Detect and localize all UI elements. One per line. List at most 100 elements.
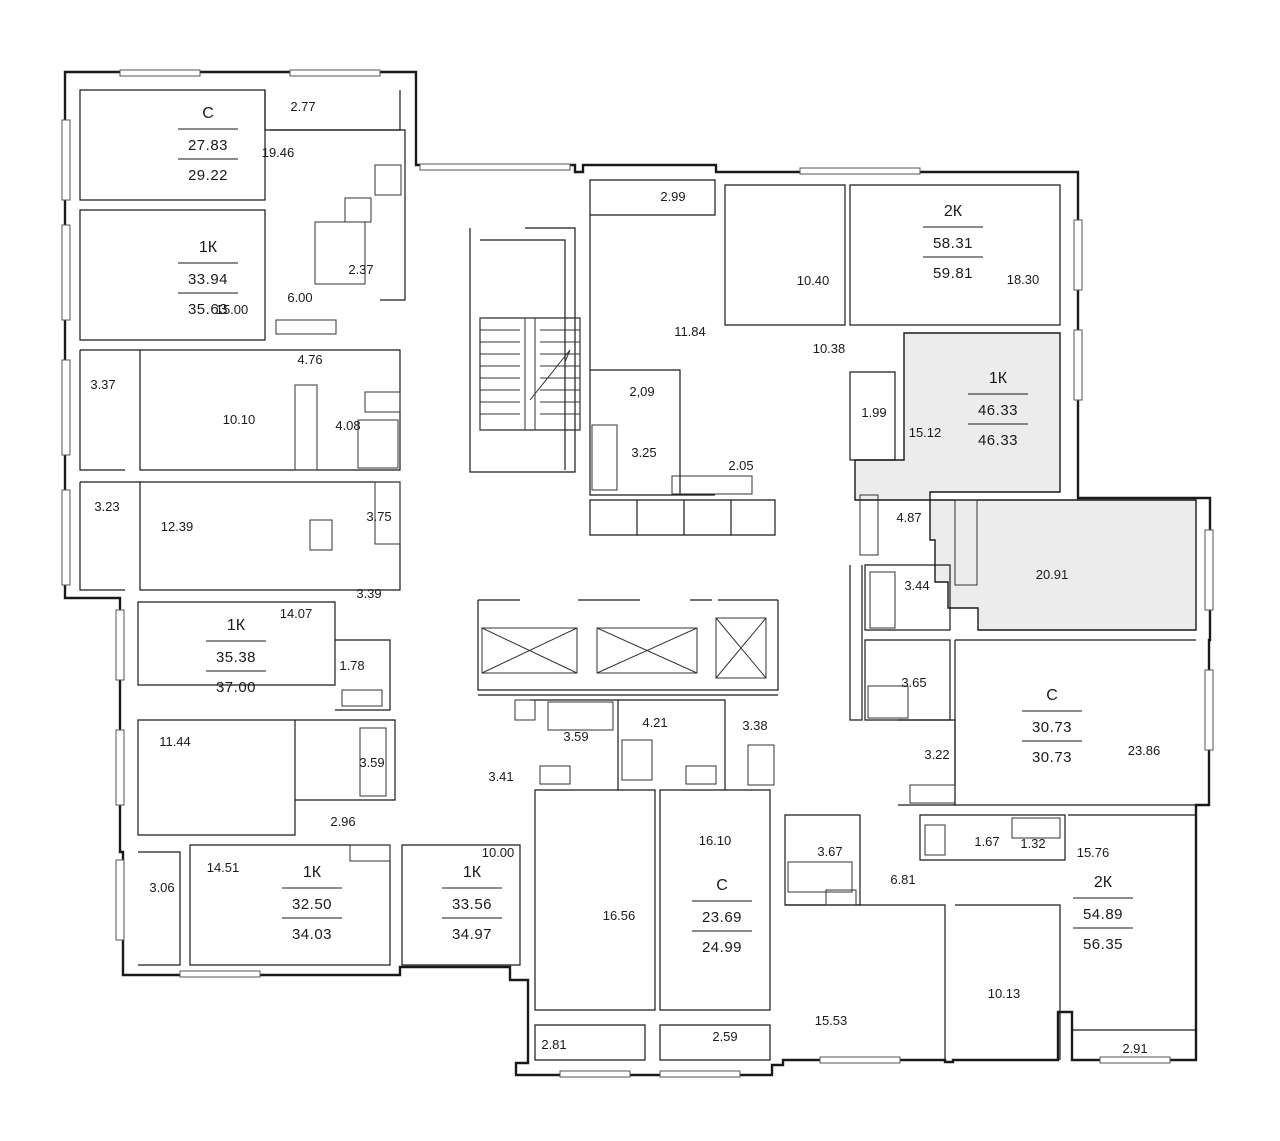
room-area: 2.91 <box>1122 1041 1147 1056</box>
room-area: 2.96 <box>330 814 355 829</box>
unit-area-total: 34.97 <box>452 926 492 943</box>
room-area: 3.65 <box>901 675 926 690</box>
unit-area-total: 56.35 <box>1083 936 1123 953</box>
unit-label: 1К 46.33 46.33 <box>968 370 1028 449</box>
room-area: 15.53 <box>815 1013 848 1028</box>
unit-area-living: 33.56 <box>452 896 492 913</box>
room-area: 2.99 <box>660 189 685 204</box>
unit-label: 1К 33.94 35.63 <box>178 239 238 318</box>
highlighted-apartment <box>854 332 1197 631</box>
unit-area-total: 24.99 <box>702 939 742 956</box>
room-area: 18.30 <box>1007 272 1040 287</box>
room-area: 20.91 <box>1036 567 1069 582</box>
room-area: 3.41 <box>488 769 513 784</box>
room-area: 4.21 <box>642 715 667 730</box>
room-area: 10.10 <box>223 412 256 427</box>
room-area: 10.00 <box>482 845 515 860</box>
unit-type: 1К <box>463 864 482 881</box>
unit-area-living: 33.94 <box>188 271 228 288</box>
unit-area-living: 23.69 <box>702 909 742 926</box>
room-area: 1.67 <box>974 834 999 849</box>
room-area: 15.76 <box>1077 845 1110 860</box>
room-area: 4.76 <box>297 352 322 367</box>
unit-area-total: 37.00 <box>216 679 256 696</box>
stairs <box>479 317 581 431</box>
unit-label: 1К 33.56 34.97 <box>442 864 502 943</box>
unit-area-total: 35.63 <box>188 301 228 318</box>
room-area: 10.38 <box>813 341 846 356</box>
unit-area-living: 32.50 <box>292 896 332 913</box>
room-area: 3.44 <box>904 578 929 593</box>
room-area: 3.59 <box>563 729 588 744</box>
unit-area-total: 29.22 <box>188 167 228 184</box>
room-area: 1.99 <box>861 405 886 420</box>
unit-type: 1К <box>199 239 218 256</box>
room-area: 14.07 <box>280 606 313 621</box>
unit-area-living: 30.73 <box>1032 719 1072 736</box>
room-area: 4.08 <box>335 418 360 433</box>
unit-area-total: 34.03 <box>292 926 332 943</box>
room-area: 23.86 <box>1128 743 1161 758</box>
room-area: 11.84 <box>674 324 706 339</box>
unit-area-living: 46.33 <box>978 402 1018 419</box>
room-area: 2.05 <box>728 458 753 473</box>
room-area: 1.32 <box>1020 836 1045 851</box>
unit-label: 2К 58.31 59.81 <box>923 203 983 282</box>
unit-area-living: 58.31 <box>933 235 973 252</box>
room-area: 10.13 <box>988 986 1021 1001</box>
room-area: 6.81 <box>890 872 915 887</box>
unit-area-total: 46.33 <box>978 432 1018 449</box>
room-area: 14.51 <box>207 860 240 875</box>
room-area: 4.87 <box>896 510 921 525</box>
room-area: 3.25 <box>631 445 656 460</box>
room-area: 1.78 <box>339 658 364 673</box>
room-area: 3.39 <box>356 586 381 601</box>
balcony-railings <box>275 319 1061 862</box>
room-area: 2.59 <box>712 1029 737 1044</box>
fixtures <box>294 164 978 906</box>
unit-type: 1К <box>989 370 1008 387</box>
room-area: 3.37 <box>90 377 115 392</box>
room-area: 11.44 <box>159 734 191 749</box>
room-area: 19.46 <box>262 145 295 160</box>
room-area: 3.59 <box>359 755 384 770</box>
unit-type: 2К <box>1094 874 1113 891</box>
room-area: 3.23 <box>94 499 119 514</box>
room-area: 15.12 <box>909 425 942 440</box>
unit-area-total: 30.73 <box>1032 749 1072 766</box>
unit-label: 1К 32.50 34.03 <box>282 864 342 943</box>
room-area: 3.06 <box>149 880 174 895</box>
interior-walls <box>79 89 1197 1061</box>
room-area: 2.37 <box>348 262 373 277</box>
unit-label: С 27.83 29.22 <box>178 105 238 184</box>
room-area: 6.00 <box>287 290 312 305</box>
room-area: 12.39 <box>161 519 194 534</box>
unit-type: 1К <box>227 617 246 634</box>
unit-type: С <box>716 877 728 894</box>
room-area: 16.56 <box>603 908 636 923</box>
unit-area-total: 59.81 <box>933 265 973 282</box>
room-area: 3.38 <box>742 718 767 733</box>
outer-walls <box>61 69 1214 1078</box>
unit-type: С <box>1046 687 1058 704</box>
room-area: 3.75 <box>366 509 391 524</box>
unit-type: С <box>202 105 214 122</box>
room-area: 3.22 <box>924 747 949 762</box>
unit-label: С 23.69 24.99 <box>692 877 752 956</box>
unit-label: С 30.73 30.73 <box>1022 687 1082 766</box>
room-area: 3.67 <box>817 844 842 859</box>
room-area: 2.81 <box>541 1037 566 1052</box>
unit-area-living: 35.38 <box>216 649 256 666</box>
elevators <box>481 617 767 679</box>
unit-area-living: 54.89 <box>1083 906 1123 923</box>
room-area: 15.00 <box>216 302 249 317</box>
room-area: 16.10 <box>699 833 732 848</box>
text-layer: С 27.83 29.22 1К 33.94 35.63 1К 35.38 37.00 1К 32.… <box>90 99 1160 1056</box>
unit-area-living: 27.83 <box>188 137 228 154</box>
unit-type: 1К <box>303 864 322 881</box>
unit-type: 2К <box>944 203 963 220</box>
room-area: 2.77 <box>290 99 315 114</box>
unit-label: 1К 35.38 37.00 <box>206 617 266 696</box>
unit-label: 2К 54.89 56.35 <box>1073 874 1133 953</box>
